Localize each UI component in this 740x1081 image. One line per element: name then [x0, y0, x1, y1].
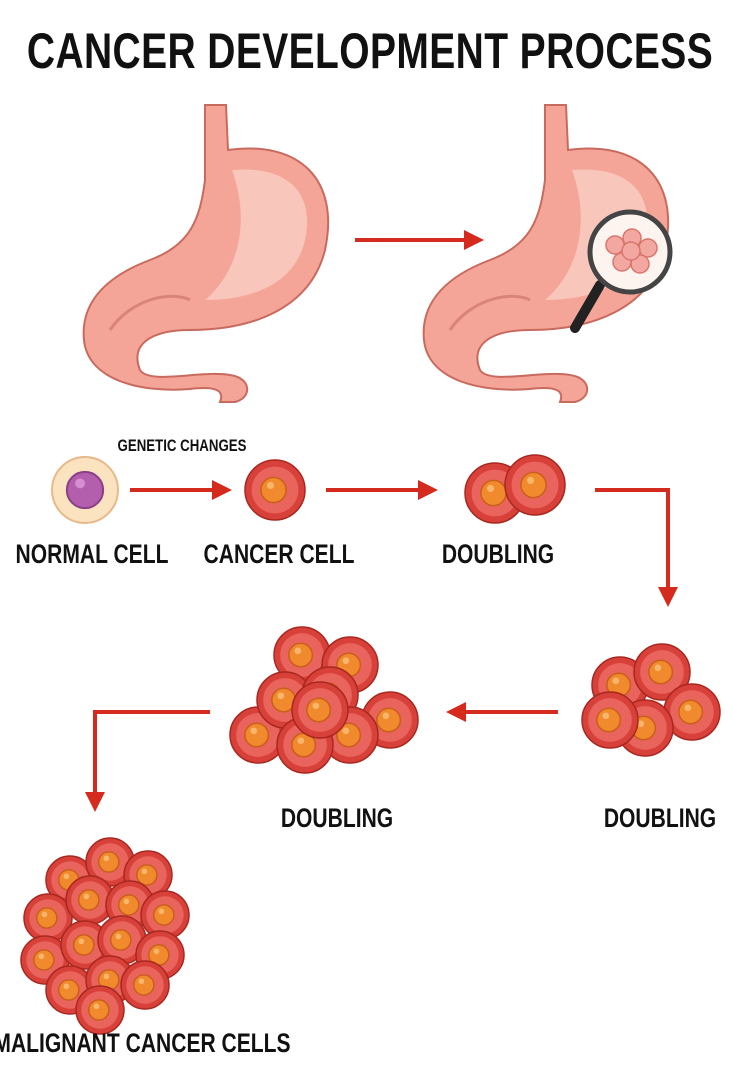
label-malignant-cells: MALIGNANT CANCER CELLS: [0, 1028, 291, 1058]
page-title: CANCER DEVELOPMENT PROCESS: [26, 23, 714, 79]
doubling-cell: [291, 681, 349, 739]
malignant-cell: [75, 985, 125, 1035]
doubling-cell: [581, 691, 639, 749]
label-cancer-cell: CANCER CELL: [203, 539, 355, 569]
malignant-cell: [65, 875, 115, 925]
malignant-cell: [23, 893, 73, 943]
label-genetic-changes: GENETIC CHANGES: [117, 436, 247, 455]
process-arrows: [85, 230, 678, 812]
magnifier-icon: [570, 209, 673, 333]
arrow-5: [85, 710, 210, 812]
label-doubling-1: DOUBLING: [441, 539, 555, 569]
cell-clusters: [20, 454, 721, 1035]
doubling-cell: [504, 454, 566, 516]
normal-cell: [51, 456, 119, 524]
malignant-cell: [97, 915, 147, 965]
malignant-cell: [85, 837, 135, 887]
label-doubling-2: DOUBLING: [603, 803, 717, 833]
label-normal-cell: NORMAL CELL: [15, 539, 169, 569]
cancer-cell: [244, 459, 306, 521]
doubling-cell: [256, 671, 314, 729]
malignant-cell: [120, 960, 170, 1010]
arrow-3: [595, 488, 678, 607]
label-doubling-3: DOUBLING: [280, 803, 394, 833]
malignant-cell: [60, 920, 110, 970]
normal-stomach: [82, 103, 330, 404]
doubling-cell: [273, 626, 331, 684]
doubling-cell: [633, 643, 691, 701]
